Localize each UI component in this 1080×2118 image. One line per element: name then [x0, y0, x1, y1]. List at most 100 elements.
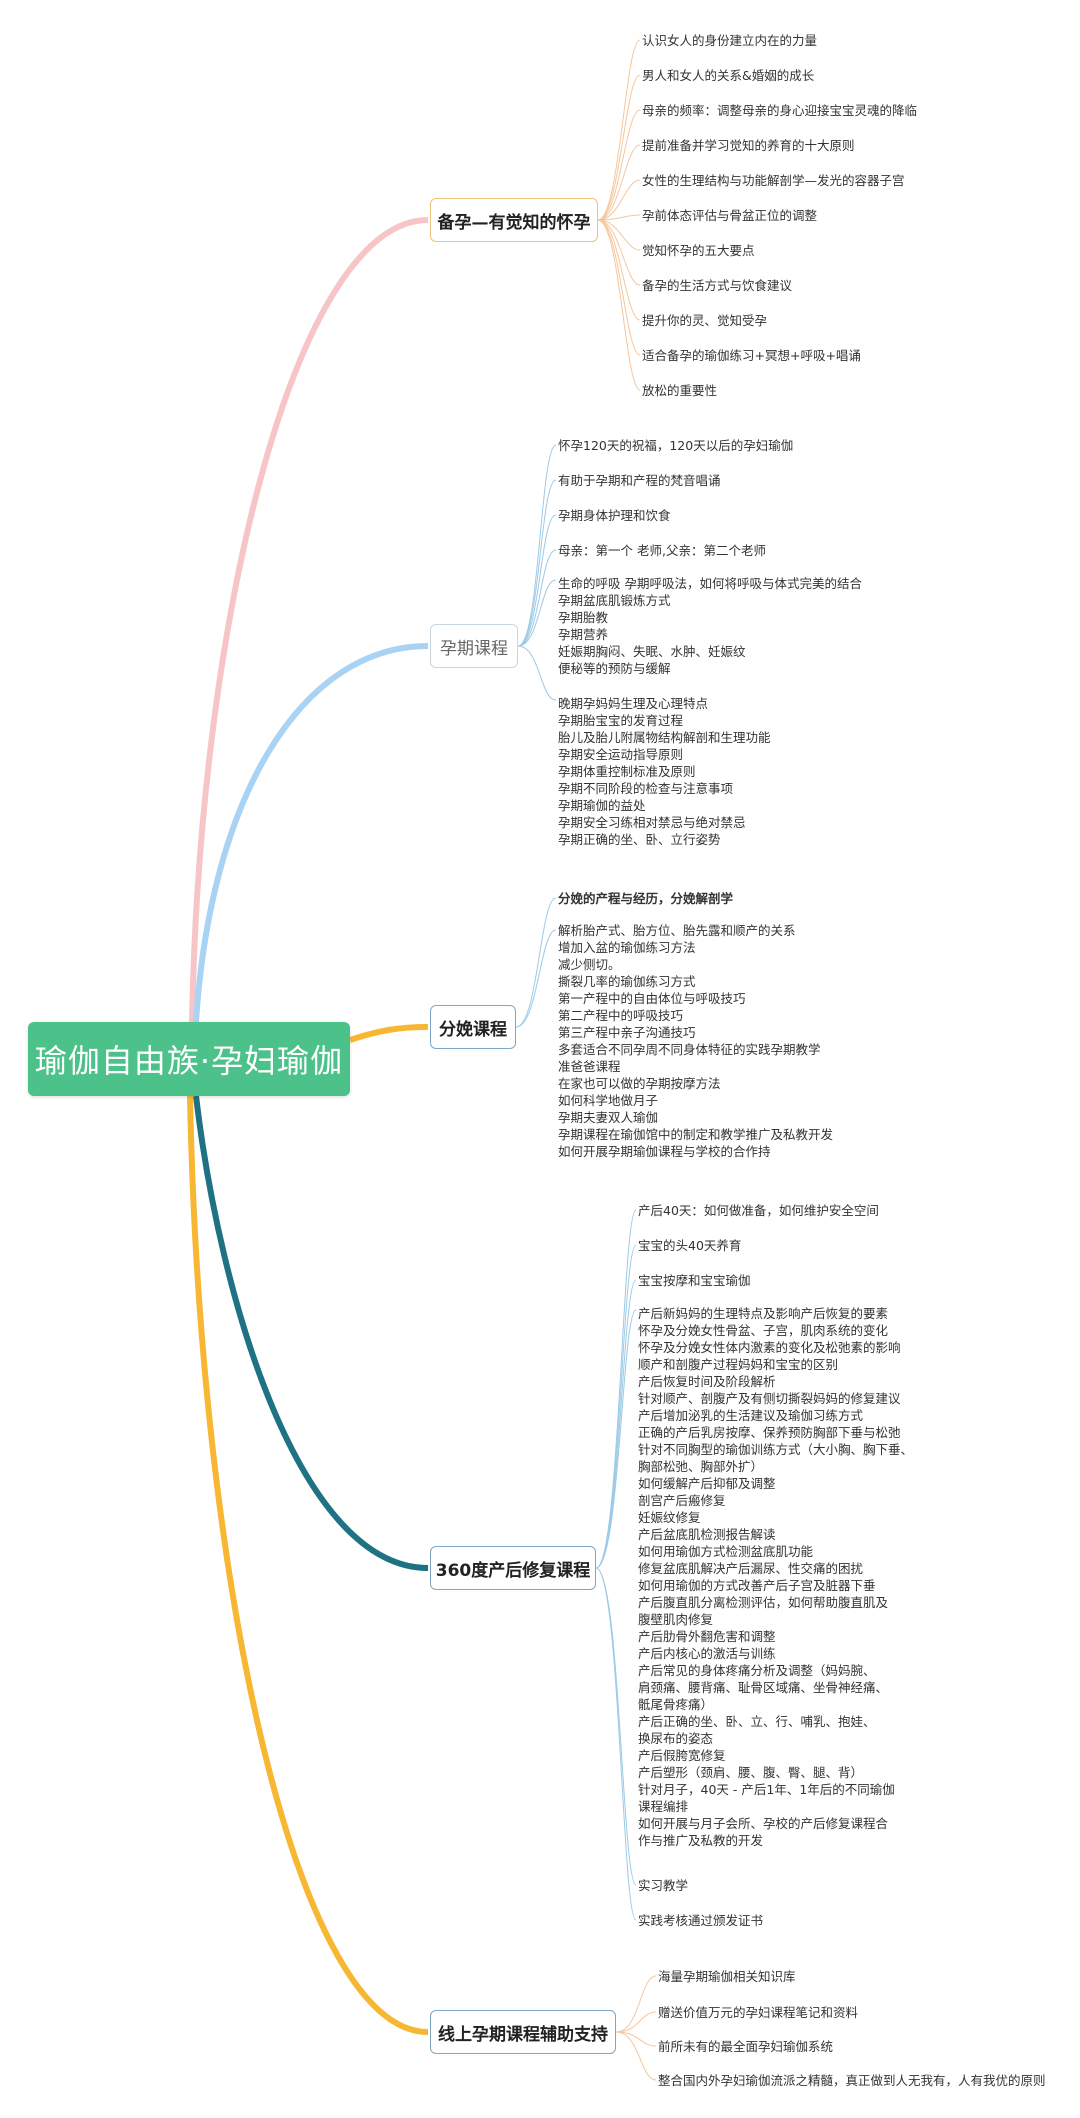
- list-item: 孕期瑜伽的益处: [558, 798, 646, 813]
- list-item: 女性的生理结构与功能解剖学—发光的容器子宫: [642, 173, 905, 188]
- list-item: 正确的产后乳房按摩、保养预防胸部下垂与松弛: [638, 1425, 901, 1440]
- list-item: 实习教学: [638, 1878, 689, 1893]
- list-item: 放松的重要性: [642, 383, 718, 398]
- list-item: 产后塑形（颈肩、腰、腹、臀、腿、背）: [638, 1765, 864, 1780]
- list-item: 产后内核心的激活与训练: [638, 1646, 776, 1661]
- list-item: 宝宝按摩和宝宝瑜伽: [638, 1273, 751, 1288]
- list-item: 产后新妈妈的生理特点及影响产后恢复的要素: [638, 1306, 889, 1321]
- list-item: 解析胎产式、胎方位、胎先露和顺产的关系: [558, 923, 796, 938]
- list-item: 孕期不同阶段的检查与注意事项: [558, 781, 734, 796]
- list-item: 提前准备并学习觉知的养育的十大原则: [642, 138, 855, 153]
- list-item: 产后增加泌乳的生活建议及瑜伽习练方式: [638, 1408, 864, 1423]
- list-item: 认识女人的身份建立内在的力量: [642, 33, 818, 48]
- list-item: 肩颈痛、腰背痛、耻骨区域痛、坐骨神经痛、: [638, 1680, 889, 1695]
- list-item: 晚期孕妈妈生理及心理特点: [558, 696, 709, 711]
- branch-3-fan: [515, 897, 557, 1028]
- list-item: 多套适合不同孕周不同身体特征的实践孕期教学: [558, 1042, 821, 1057]
- list-item: 产后常见的身体疼痛分析及调整（妈妈腕、: [638, 1663, 876, 1678]
- list-item: 针对顺产、剖腹产及有侧切撕裂妈妈的修复建议: [638, 1391, 901, 1406]
- list-item: 产后假胯宽修复: [638, 1748, 726, 1763]
- branch-line-1: [189, 217, 429, 1023]
- list-item: 产后盆底肌检测报告解读: [638, 1527, 776, 1542]
- list-item: 减少侧切。: [558, 957, 621, 972]
- list-item: 在家也可以做的孕期按摩方法: [558, 1076, 721, 1091]
- list-item: 如何缓解产后抑郁及调整: [638, 1476, 776, 1491]
- branch-line-5: [187, 1095, 429, 2035]
- list-item: 针对月子，40天 - 产后1年、1年后的不同瑜伽: [638, 1782, 895, 1797]
- list-item: 孕期体重控制标准及原则: [558, 764, 696, 779]
- list-item: 孕期夫妻双人瑜伽: [558, 1110, 659, 1125]
- list-item: 有助于孕期和产程的梵音唱诵: [558, 473, 721, 488]
- branch-line-3: [349, 1024, 429, 1043]
- list-item: 孕期胎宝宝的发育过程: [558, 713, 684, 728]
- branch-4-fan: [595, 1209, 637, 1921]
- list-item: 骶尾骨疼痛）: [638, 1697, 714, 1712]
- list-item: 腹壁肌肉修复: [638, 1612, 714, 1627]
- branch-line-2: [193, 643, 429, 1023]
- list-item: 产后腹直肌分离检测评估，如何帮助腹直肌及: [638, 1595, 889, 1610]
- branch-prepregnancy[interactable]: 备孕—有觉知的怀孕: [430, 198, 598, 242]
- list-item: 觉知怀孕的五大要点: [642, 243, 755, 258]
- list-item: 前所未有的最全面孕妇瑜伽系统: [658, 2039, 834, 2054]
- list-item: 第二产程中的呼吸技巧: [558, 1008, 684, 1023]
- list-item: 整合国内外孕妇瑜伽流派之精髓，真正做到人无我有，人有我优的原则: [658, 2073, 1046, 2088]
- list-item: 备孕的生活方式与饮食建议: [642, 278, 793, 293]
- list-item: 怀孕及分娩女性骨盆、子宫，肌肉系统的变化: [638, 1323, 889, 1338]
- branch-postpartum-course[interactable]: 360度产后修复课程: [430, 1546, 596, 1590]
- list-item: 母亲的频率：调整母亲的身心迎接宝宝灵魂的降临: [642, 103, 918, 118]
- list-item: 撕裂几率的瑜伽练习方式: [558, 974, 696, 989]
- list-item: 胸部松弛、胸部外扩）: [638, 1459, 764, 1474]
- list-item: 增加入盆的瑜伽练习方法: [558, 940, 696, 955]
- list-item: 剖宫产后瘢修复: [638, 1493, 726, 1508]
- list-item: 孕期胎教: [558, 610, 609, 625]
- list-item: 实践考核通过颁发证书: [638, 1913, 764, 1928]
- list-item: 孕期盆底肌锻炼方式: [558, 593, 671, 608]
- list-item: 准爸爸课程: [558, 1059, 621, 1074]
- list-item: 生命的呼吸 孕期呼吸法，如何将呼吸与体式完美的结合: [558, 576, 862, 591]
- list-item: 赠送价值万元的孕妇课程笔记和资料: [658, 2005, 859, 2020]
- list-item: 适合备孕的瑜伽练习+冥想+呼吸+唱诵: [642, 348, 861, 363]
- root-topic[interactable]: 瑜伽自由族·孕妇瑜伽: [28, 1022, 350, 1096]
- list-item: 顺产和剖腹产过程妈妈和宝宝的区别: [638, 1357, 839, 1372]
- list-item: 产后恢复时间及阶段解析: [638, 1374, 776, 1389]
- list-item: 产后正确的坐、卧、立、行、哺乳、抱娃、: [638, 1714, 876, 1729]
- list-item: 怀孕120天的祝福，120天以后的孕妇瑜伽: [558, 438, 794, 453]
- list-item: 针对不同胸型的瑜伽训练方式（大小胸、胸下垂、: [638, 1442, 914, 1457]
- list-item: 修复盆底肌解决产后漏尿、性交痛的困扰: [638, 1561, 864, 1576]
- branch-pregnancy-course[interactable]: 孕期课程: [430, 624, 518, 668]
- list-item: 产后肋骨外翻危害和调整: [638, 1629, 776, 1644]
- list-item: 孕期营养: [558, 627, 609, 642]
- branch-2-fan: [517, 444, 557, 701]
- list-item: 孕期安全运动指导原则: [558, 747, 684, 762]
- branch-childbirth-course[interactable]: 分娩课程: [430, 1005, 516, 1049]
- list-item: 分娩的产程与经历，分娩解剖学: [558, 891, 734, 906]
- list-item: 第三产程中亲子沟通技巧: [558, 1025, 696, 1040]
- list-item: 提升你的灵、觉知受孕: [642, 313, 768, 328]
- list-item: 换尿布的姿态: [638, 1731, 714, 1746]
- list-item: 海量孕期瑜伽相关知识库: [658, 1969, 796, 1984]
- list-item: 第一产程中的自由体位与呼吸技巧: [558, 991, 746, 1006]
- list-item: 如何开展与月子会所、孕校的产后修复课程合: [638, 1816, 889, 1831]
- list-item: 如何科学地做月子: [558, 1093, 659, 1108]
- branch-5-fan: [615, 1975, 657, 2081]
- list-item: 宝宝的头40天养育: [638, 1238, 742, 1253]
- list-item: 孕前体态评估与骨盆正位的调整: [642, 208, 818, 223]
- list-item: 如何用瑜伽的方式改善产后子宫及脏器下垂: [638, 1578, 876, 1593]
- list-item: 如何用瑜伽方式检测盆底肌功能: [638, 1544, 814, 1559]
- list-item: 妊娠期胸闷、失眠、水肿、妊娠纹: [558, 644, 746, 659]
- list-item: 胎儿及胎儿附属物结构解剖和生理功能: [558, 730, 771, 745]
- branch-online-support[interactable]: 线上孕期课程辅助支持: [430, 2010, 616, 2054]
- list-item: 妊娠纹修复: [638, 1510, 701, 1525]
- list-item: 课程编排: [638, 1799, 689, 1814]
- list-item: 产后40天：如何做准备，如何维护安全空间: [638, 1203, 879, 1218]
- list-item: 孕期正确的坐、卧、立行姿势: [558, 832, 721, 847]
- list-item: 如何开展孕期瑜伽课程与学校的合作持: [558, 1144, 771, 1159]
- list-item: 便秘等的预防与缓解: [558, 661, 671, 676]
- list-item: 怀孕及分娩女性体内激素的变化及松弛素的影响: [638, 1340, 901, 1355]
- list-item: 孕期课程在瑜伽馆中的制定和教学推广及私教开发: [558, 1127, 834, 1142]
- list-item: 孕期安全习练相对禁忌与绝对禁忌: [558, 815, 746, 830]
- list-item: 孕期身体护理和饮食: [558, 508, 671, 523]
- branch-line-4: [193, 1095, 429, 1571]
- branch-1-fan: [597, 39, 641, 391]
